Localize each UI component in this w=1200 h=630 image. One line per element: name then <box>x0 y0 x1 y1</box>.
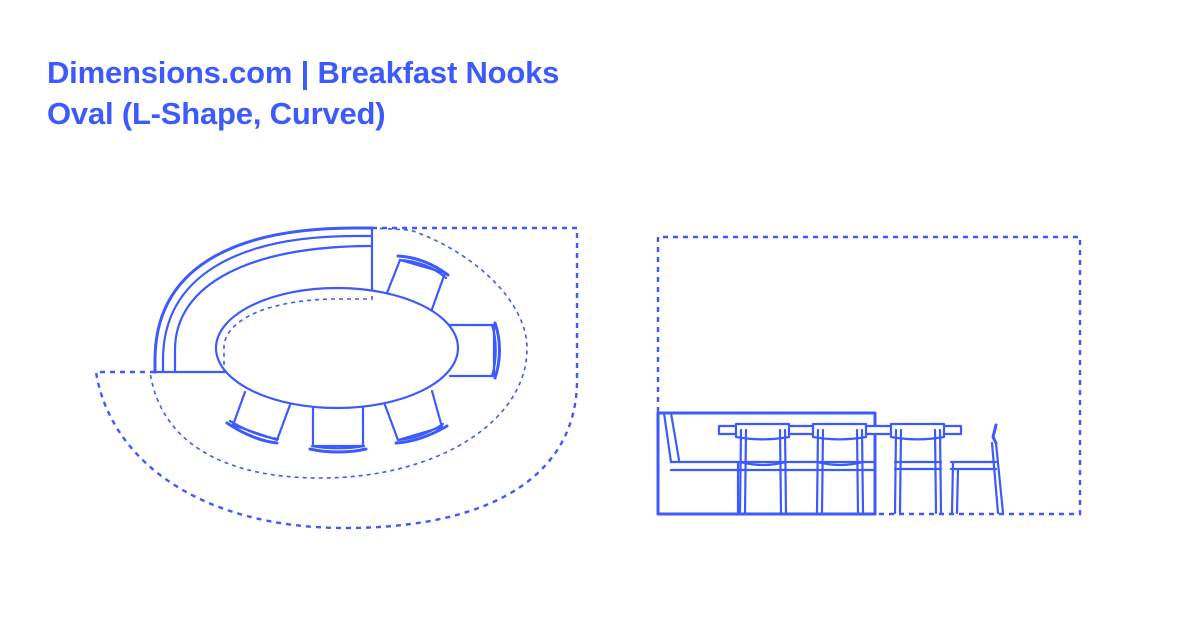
bench-backrest-line-inner <box>669 411 681 462</box>
bench-outline <box>656 411 877 516</box>
plan-view <box>94 226 579 530</box>
clearance-inner-boundary <box>149 227 528 479</box>
oval-table <box>214 286 460 410</box>
bench-seat-edge <box>173 244 374 374</box>
elevation-chair-side <box>949 423 1005 515</box>
elevation-chair-1 <box>734 422 791 515</box>
table-overlap-indicator <box>223 296 373 372</box>
elevation-bench <box>656 411 877 516</box>
chair-right <box>448 321 501 380</box>
bench-back-outer <box>153 226 374 374</box>
chair-bottom-right <box>383 389 449 445</box>
title-brand-category: Dimensions.com | Breakfast Nooks <box>47 55 560 90</box>
chair-bottom-center <box>308 406 368 454</box>
elevation-chair-3 <box>889 422 946 515</box>
bench-backrest-line <box>662 411 673 464</box>
chair-bottom-left <box>225 390 292 445</box>
bench-back-inner <box>161 234 374 374</box>
chair-top-right <box>383 254 450 314</box>
clearance-box <box>656 235 1082 516</box>
elevation-chair-2 <box>811 422 868 515</box>
curved-bench <box>153 226 374 374</box>
elevation-view <box>656 235 1082 516</box>
title-variant: Oval (L-Shape, Curved) <box>47 96 386 131</box>
page-header: Dimensions.com | Breakfast Nooks Oval (L… <box>47 52 559 134</box>
